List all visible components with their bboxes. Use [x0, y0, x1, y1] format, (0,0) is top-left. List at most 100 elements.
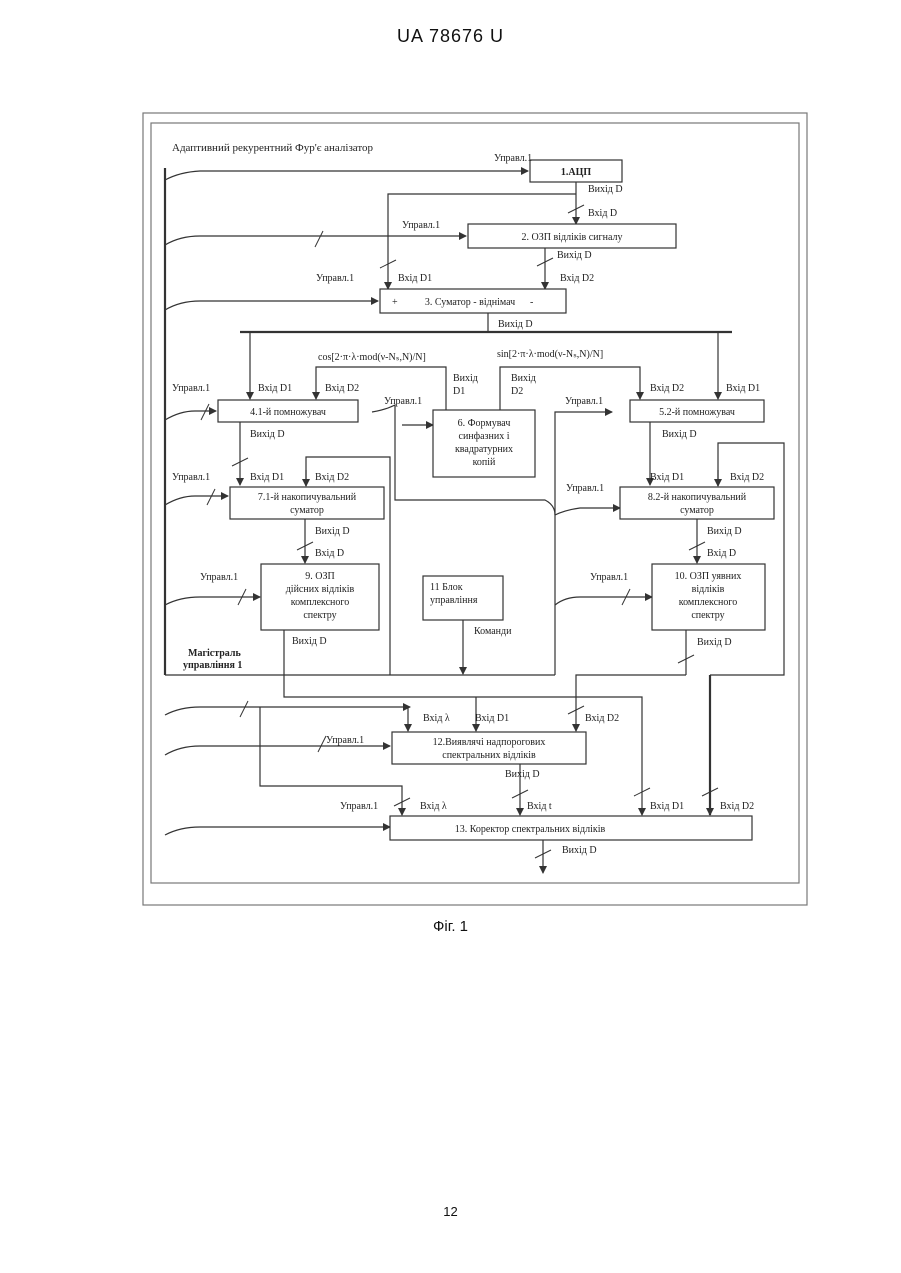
label-b8-vkhid-d2: Вхід D2 [730, 472, 764, 483]
figure-caption: Фіг. 1 [0, 918, 901, 935]
slash-ctrl-b12-a [240, 701, 248, 717]
label-b2-vkhid: Вхід D [588, 208, 617, 219]
block-shaper-line4: копій [473, 457, 496, 468]
block-shaper-line1: 6. Формувач [458, 418, 511, 429]
label-b10-vykhid: Вихід D [697, 637, 732, 648]
label-cos-formula: cos[2·π·λ·mod(ν-Nₛ,N)/N] [318, 352, 426, 363]
label-upravl-b12: Управл.1 [326, 735, 364, 746]
slash-ctrl-b12 [318, 736, 326, 752]
label-b4-vkhid-d1: Вхід D1 [258, 383, 292, 394]
ctrl-line-b4 [165, 411, 216, 420]
label-b3-vkhid-d1: Вхід D1 [398, 273, 432, 284]
block-accumulator-2-line2: суматор [680, 505, 714, 516]
label-b4-vykhid: Вихід D [250, 429, 285, 440]
block-control-unit-line1: 11 Блок [430, 582, 463, 593]
ctrl-line-b1 [165, 171, 528, 180]
label-b12-vkhid-lambda: Вхід λ [423, 713, 450, 724]
label-b4-vkhid-d2: Вхід D2 [325, 383, 359, 394]
label-upravl-b4: Управл.1 [172, 383, 210, 394]
ctrl-line-b3 [165, 301, 378, 310]
slash-ctrl-b7 [207, 489, 215, 505]
label-upravl-b6: Управл.1 [384, 396, 422, 407]
ctrl-line-b9 [165, 597, 260, 605]
block-ram-real-line3: комплексного [291, 597, 350, 608]
block-ram-imag-line1: 10. ОЗП уявних [675, 571, 742, 582]
block-shaper-line3: квадратурних [455, 444, 513, 455]
block-adder-minus: - [530, 297, 533, 308]
block-adc-label: 1.АЦП [561, 167, 592, 178]
block-multiplier-2-label: 5.2-й помножувач [659, 407, 735, 418]
label-upravl-b9: Управл.1 [200, 572, 238, 583]
diagram-title: Адаптивний рекурентний Фур'є аналізатор [172, 142, 374, 154]
label-b6-vykhid-d2-b: D2 [511, 386, 523, 397]
label-bus-name-1: Магістраль [188, 648, 241, 659]
ctrl-line-b7 [165, 496, 228, 505]
label-upravl-b7: Управл.1 [172, 472, 210, 483]
ctrl-line-b13 [165, 827, 390, 835]
block-multiplier-1-label: 4.1-й помножувач [250, 407, 326, 418]
label-b6-vykhid-d1-a: Вихід [453, 373, 478, 384]
label-b6-vykhid-d2-a: Вихід [511, 373, 536, 384]
block-adder-label: 3. Суматор - віднімач [425, 297, 515, 308]
ctrl-line-b2 [165, 236, 466, 245]
label-b10-vkhid: Вхід D [707, 548, 736, 559]
label-b9-vkhid: Вхід D [315, 548, 344, 559]
ctrl-line-b8 [555, 508, 620, 515]
label-upravl-b5: Управл.1 [565, 396, 603, 407]
ctrl-line-b12-a [165, 707, 410, 715]
label-b3-vkhid-d2: Вхід D2 [560, 273, 594, 284]
label-upravl-b8: Управл.1 [566, 483, 604, 494]
block-ram-imag-line2: відліків [692, 584, 725, 595]
label-b13-vkhid-d1: Вхід D1 [650, 801, 684, 812]
label-b2-vykhid: Вихід D [557, 250, 592, 261]
label-upravl-b13: Управл.1 [340, 801, 378, 812]
bus-to-b5-line [555, 412, 612, 675]
ctrl-line-b12 [165, 746, 390, 755]
label-b7-vykhid: Вихід D [315, 526, 350, 537]
block-corrector-label: 13. Коректор спектральних відліків [455, 824, 606, 835]
label-b6-vykhid-d1-b: D1 [453, 386, 465, 397]
block-accumulator-1-line1: 7.1-й накопичувальний [258, 492, 357, 503]
label-b13-vkhid-lambda: Вхід λ [420, 801, 447, 812]
block-ram-imag-line3: комплексного [679, 597, 738, 608]
line-lambda-b13 [260, 707, 402, 815]
label-b13-vkhid-t: Вхід t [527, 801, 552, 812]
label-upravl-b1: Управл.1 [494, 153, 532, 164]
label-b5-vkhid-d1: Вхід D1 [726, 383, 760, 394]
label-b12-vkhid-d2: Вхід D2 [585, 713, 619, 724]
page-number: 12 [0, 1204, 901, 1219]
block-detector-line1: 12.Виявлячі надпорогових [433, 737, 546, 748]
label-b8-vkhid-d1: Вхід D1 [650, 472, 684, 483]
label-sin-formula: sin[2·π·λ·mod(ν-Nₛ,N)/N] [497, 349, 603, 360]
label-b7-vkhid-d1: Вхід D1 [250, 472, 284, 483]
label-b12-vykhid: Вихід D [505, 769, 540, 780]
block-accumulator-1-line2: суматор [290, 505, 324, 516]
ctrl-line-b10 [555, 597, 652, 605]
label-b13-vkhid-d2: Вхід D2 [720, 801, 754, 812]
label-komandy: Команди [474, 626, 512, 637]
label-bus-name-2: управління 1 [183, 660, 242, 671]
label-b5-vykhid: Вихід D [662, 429, 697, 440]
block-ram-real-line2: дійсних відліків [286, 584, 355, 595]
block-control-unit-line2: управління [430, 595, 478, 606]
label-b5-vkhid-d2: Вхід D2 [650, 383, 684, 394]
block-shaper-line2: синфазних і [459, 431, 510, 442]
block-ram-real-line1: 9. ОЗП [305, 571, 334, 582]
slash-ctrl-b2 [315, 231, 323, 247]
label-upravl-b2: Управл.1 [402, 220, 440, 231]
block-ram-imag-line4: спектру [691, 610, 724, 621]
label-upravl-b10: Управл.1 [590, 572, 628, 583]
block-ram-signal-label: 2. ОЗП відліків сигналу [522, 232, 623, 243]
label-b12-vkhid-d1: Вхід D1 [475, 713, 509, 724]
label-b13-vykhid: Вихід D [562, 845, 597, 856]
block-adder-plus: + [392, 297, 398, 308]
label-upravl-b3: Управл.1 [316, 273, 354, 284]
block-ram-real-line4: спектру [303, 610, 336, 621]
label-b1-vykhid: Вихід D [588, 184, 623, 195]
slash-ctrl-b4 [201, 404, 209, 420]
label-b3-vykhid: Вихід D [498, 319, 533, 330]
label-b8-vykhid: Вихід D [707, 526, 742, 537]
block-detector-line2: спектральних відліків [442, 750, 536, 761]
block-accumulator-2-line1: 8.2-й накопичувальний [648, 492, 747, 503]
